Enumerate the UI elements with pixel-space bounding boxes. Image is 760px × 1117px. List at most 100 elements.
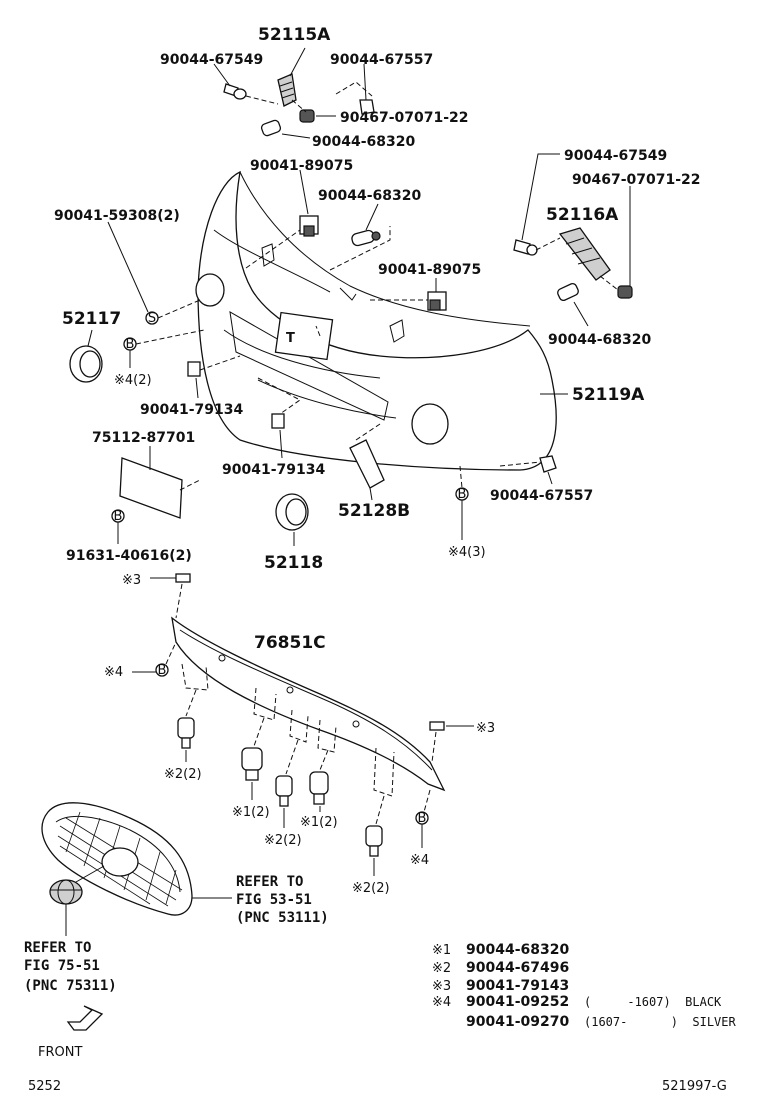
fastener-x1-b — [309, 771, 329, 805]
label-90044-68320-mid: 90044-68320 — [318, 188, 421, 204]
label-x4-a: ※4 — [104, 665, 123, 680]
refer-75-line1: REFER TO — [24, 940, 91, 956]
label-x3-a: ※3 — [122, 573, 141, 588]
label-52118: 52118 — [264, 553, 323, 573]
callout-b-2: B — [114, 509, 123, 524]
label-90044-67549-top: 90044-67549 — [160, 52, 263, 68]
fastener-x2-a — [177, 717, 195, 749]
clip-x3-a — [175, 573, 191, 583]
callout-s: S — [148, 311, 156, 326]
label-x2-2b: ※2(2) — [264, 833, 302, 848]
clip-90044-67549-r — [513, 239, 538, 256]
bracket-52115a — [277, 73, 297, 107]
refer-53-line1: REFER TO — [236, 874, 303, 890]
clip-90041-89075-b — [427, 291, 447, 311]
reinforcement-76851c — [171, 616, 446, 792]
grille-53111 — [41, 802, 193, 916]
callout-b-1: B — [126, 337, 135, 352]
label-x1-2b: ※1(2) — [300, 815, 338, 830]
legend-mark: ※3 — [432, 979, 451, 994]
refer-75-line2: FIG 75-51 — [24, 958, 100, 974]
page-code: 5252 — [28, 1079, 61, 1094]
front-label: FRONT — [38, 1045, 82, 1060]
fastener-x1-a — [241, 747, 263, 781]
label-90467-07071-22-top: 90467-07071-22 — [340, 110, 469, 126]
label-90044-67557-top: 90044-67557 — [330, 52, 433, 68]
bumper-cover-52119a: T — [195, 170, 557, 471]
refer-53-line3: (PNC 53111) — [236, 910, 329, 926]
refer-75-line3: (PNC 75311) — [24, 978, 117, 994]
label-x2-2a: ※2(2) — [164, 767, 202, 782]
legend-pn: 90041-79143 — [466, 978, 569, 994]
clip-x3-b — [429, 721, 445, 731]
legend-pn: 90044-67496 — [466, 960, 569, 976]
label-90467-07071-22-r: 90467-07071-22 — [572, 172, 701, 188]
clip-90044-67557-top — [359, 99, 375, 115]
svg-text:T: T — [286, 331, 295, 346]
emblem-75311 — [49, 879, 83, 905]
label-52115a: 52115A — [258, 25, 331, 45]
fastener-x2-b — [275, 775, 293, 807]
clip-90044-68320-top — [260, 119, 282, 137]
callout-b-5: B — [418, 811, 427, 826]
cap-52128b — [349, 439, 385, 489]
label-76851c: 76851C — [254, 633, 326, 653]
legend-row: 90041-09270 (1607- ) SILVER — [466, 1014, 736, 1030]
label-x3-b: ※3 — [476, 721, 495, 736]
legend-row: ※1 90044-68320 — [432, 942, 569, 958]
legend-note: ( -1607) BLACK — [584, 995, 722, 1009]
legend-row: ※3 90041-79143 — [432, 978, 569, 994]
label-52116a: 52116A — [546, 205, 619, 225]
label-91631-40616: 91631-40616(2) — [66, 548, 192, 564]
bracket-52116a — [558, 227, 611, 281]
nut-90467-top — [299, 109, 315, 123]
callout-b-3: B — [458, 487, 467, 502]
label-52119a: 52119A — [572, 385, 645, 405]
label-x4-3: ※4(3) — [448, 545, 486, 560]
clip-90044-68320-mid — [351, 229, 381, 247]
legend-pn: 90041-09270 — [466, 1014, 569, 1030]
ring-52117 — [69, 345, 103, 383]
label-52117: 52117 — [62, 309, 121, 329]
clip-90041-79134-a — [187, 361, 201, 377]
label-x1-2a: ※1(2) — [232, 805, 270, 820]
clip-90044-67549-top — [223, 83, 247, 100]
fastener-x2-c — [365, 825, 383, 857]
label-52128b: 52128B — [338, 501, 410, 521]
label-x2-2c: ※2(2) — [352, 881, 390, 896]
refer-53-line2: FIG 53-51 — [236, 892, 312, 908]
figure-code: 521997-G — [662, 1079, 727, 1094]
legend-note: (1607- ) SILVER — [584, 1015, 736, 1029]
legend-row: ※4 90041-09252 ( -1607) BLACK — [432, 994, 722, 1010]
callout-b-4: B — [158, 663, 167, 678]
clip-90044-68320-r — [557, 283, 579, 301]
label-90041-79134-b: 90041-79134 — [222, 462, 325, 478]
legend: ※1 90044-68320 ※2 90044-67496 ※3 90041-7… — [432, 942, 736, 1030]
label-90041-89075-a: 90041-89075 — [250, 158, 353, 174]
legend-mark: ※2 — [432, 961, 451, 976]
label-90041-89075-b: 90041-89075 — [378, 262, 481, 278]
legend-row: ※2 90044-67496 — [432, 960, 569, 976]
label-90044-68320-r: 90044-68320 — [548, 332, 651, 348]
legend-mark: ※4 — [432, 995, 451, 1010]
label-90044-67549-r: 90044-67549 — [564, 148, 667, 164]
ring-52118 — [275, 493, 309, 531]
label-x4-2: ※4(2) — [114, 373, 152, 388]
label-x4-b: ※4 — [410, 853, 429, 868]
label-90044-68320-top: 90044-68320 — [312, 134, 415, 150]
clip-90041-89075-a — [299, 215, 319, 237]
nut-90467-r — [617, 285, 633, 299]
label-75112-87701: 75112-87701 — [92, 430, 195, 446]
clip-90044-67557-r — [539, 455, 557, 473]
legend-pn: 90041-09252 — [466, 994, 569, 1010]
front-arrow-icon — [66, 1005, 104, 1031]
label-90041-59308: 90041-59308(2) — [54, 208, 180, 224]
label-90044-67557-r: 90044-67557 — [490, 488, 593, 504]
legend-mark: ※1 — [432, 943, 451, 958]
plate-75112-87701 — [119, 457, 183, 519]
legend-pn: 90044-68320 — [466, 942, 569, 958]
clip-90041-79134-b — [271, 413, 285, 429]
label-90041-79134-a: 90041-79134 — [140, 402, 243, 418]
